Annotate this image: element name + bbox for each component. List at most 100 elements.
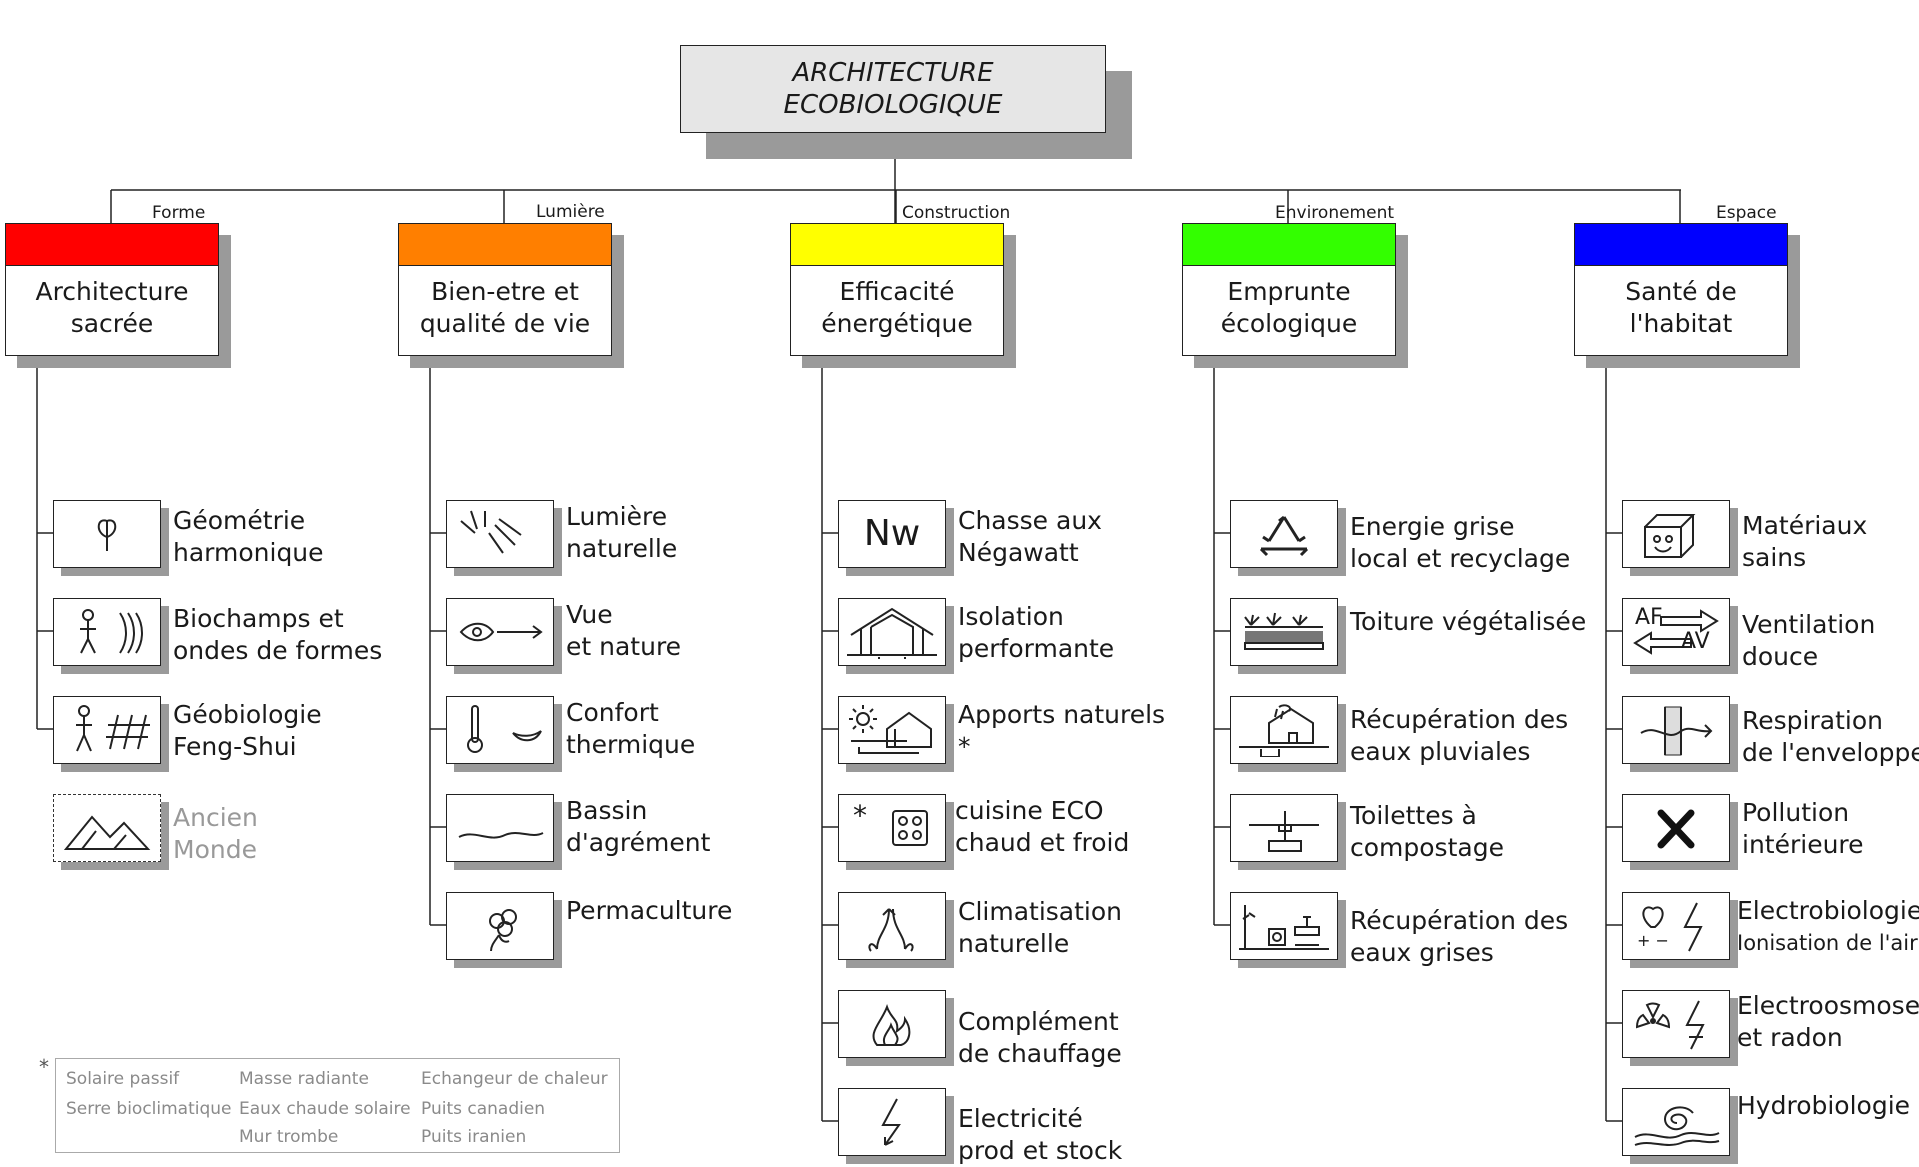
category-title-line2: qualité de vie xyxy=(419,309,591,338)
category-box: Emprunte écologique xyxy=(1182,223,1396,356)
item-label-line1: Chasse aux xyxy=(958,506,1102,535)
legend-text: Puits iranien xyxy=(421,1127,527,1147)
item-label-line1: Isolation xyxy=(958,602,1064,631)
item-label-line2: d'agrément xyxy=(566,828,711,857)
item-label-line2: douce xyxy=(1742,642,1819,671)
category-title-line1: Architecture xyxy=(35,277,189,306)
item-icon-box xyxy=(446,892,554,960)
category-title-line1: Emprunte xyxy=(1227,277,1351,306)
root-title-line2: ECOBIOLOGIQUE xyxy=(783,90,1003,120)
house-insulation-icon xyxy=(847,607,937,659)
ventilation-label-av: AV xyxy=(1681,629,1710,654)
item-label-line1: Récupération des xyxy=(1350,705,1569,734)
item-icon-box xyxy=(446,696,554,764)
category-box: Bien-etre et qualité de vie xyxy=(398,223,612,356)
item-icon-box xyxy=(53,794,161,862)
item-icon-box xyxy=(53,500,161,568)
item-label-line1: Géobiologie xyxy=(173,700,322,729)
category-color-bar xyxy=(791,224,1003,266)
category-title-line1: Bien-etre et xyxy=(431,277,579,306)
item-icon-box xyxy=(1622,500,1730,568)
rain-house-icon xyxy=(1239,704,1329,757)
legend-text: Masse radiante xyxy=(239,1069,369,1089)
category-title-line1: Santé de xyxy=(1625,277,1737,306)
item-icon-box xyxy=(1230,794,1338,862)
item-label-line1: Energie grise xyxy=(1350,512,1515,541)
item-label-line1: Pollution xyxy=(1742,798,1850,827)
item-icon-box xyxy=(838,1088,946,1156)
category-tag: Lumière xyxy=(536,202,605,222)
category-title: Emprunte écologique xyxy=(1183,266,1395,340)
stove-star: * xyxy=(853,799,867,832)
category-tag: Construction xyxy=(902,203,1011,223)
item-icon-box xyxy=(53,696,161,764)
item-label: Permaculture xyxy=(566,895,732,927)
category-color-bar xyxy=(399,224,611,266)
person-waves-icon xyxy=(80,609,143,654)
item-label-line2: eaux grises xyxy=(1350,938,1494,967)
category-title-line2: l'habitat xyxy=(1629,309,1733,338)
item-label-line1: Ancien xyxy=(173,803,258,832)
item-label-line2: chaud et froid xyxy=(955,828,1130,857)
recycle-icon xyxy=(1259,515,1309,557)
category-tag: Espace xyxy=(1716,203,1777,223)
legend-box: Solaire passif Serre bioclimatique Masse… xyxy=(55,1058,620,1153)
item-icon-box xyxy=(446,794,554,862)
compost-toilet-icon xyxy=(1249,811,1319,852)
legend-text: Solaire passif xyxy=(66,1069,180,1089)
item-label-line2: naturelle xyxy=(566,534,678,563)
legend-star: * xyxy=(39,1055,49,1079)
category-title-line2: énergétique xyxy=(821,309,973,338)
item-label-line1: Electroosmose xyxy=(1737,991,1919,1020)
category-title-line2: écologique xyxy=(1220,309,1358,338)
airflow-icon xyxy=(868,908,914,952)
item-label-line2: de l'enveloppe xyxy=(1742,738,1919,767)
item-label-line1: Géométrie xyxy=(173,506,306,535)
item-label-line1: Toilettes à xyxy=(1350,801,1477,830)
polarity-signs: + − xyxy=(1637,931,1669,950)
item-label-line2: ondes de formes xyxy=(173,636,383,665)
materials-box-icon xyxy=(1644,514,1696,558)
item-label-line1: Respiration xyxy=(1742,706,1883,735)
item-label: Apports naturels* xyxy=(958,699,1165,763)
item-label-line1: Permaculture xyxy=(566,896,733,925)
legend-text: Echangeur de chaleur xyxy=(421,1069,608,1089)
negawatt-icon: Nw xyxy=(863,513,921,554)
item-label-line2: compostage xyxy=(1350,833,1504,862)
item-label-line1: Lumière xyxy=(566,502,668,531)
item-icon-box xyxy=(838,598,946,666)
cross-icon xyxy=(1657,809,1695,849)
item-label: Hydrobiologie xyxy=(1737,1090,1910,1122)
item-label-line2: * xyxy=(958,732,971,761)
category-tag: Forme xyxy=(152,203,206,223)
item-label-line2: de chauffage xyxy=(958,1039,1122,1068)
person-grid-icon xyxy=(76,705,150,752)
root-node: ARCHITECTURE ECOBIOLOGIQUE xyxy=(680,45,1106,133)
item-label-line1: Climatisation xyxy=(958,897,1123,926)
flower-icon xyxy=(489,909,517,952)
item-icon-box xyxy=(1622,1088,1730,1156)
item-icon-box xyxy=(838,696,946,764)
item-label-line1: Complément xyxy=(958,1007,1119,1036)
root-title-line1: ARCHITECTURE xyxy=(792,58,994,88)
item-icon-box xyxy=(53,598,161,666)
item-label-line2: eaux pluviales xyxy=(1350,737,1531,766)
item-label-line2: thermique xyxy=(566,730,696,759)
item-label-line2: et nature xyxy=(566,632,682,661)
